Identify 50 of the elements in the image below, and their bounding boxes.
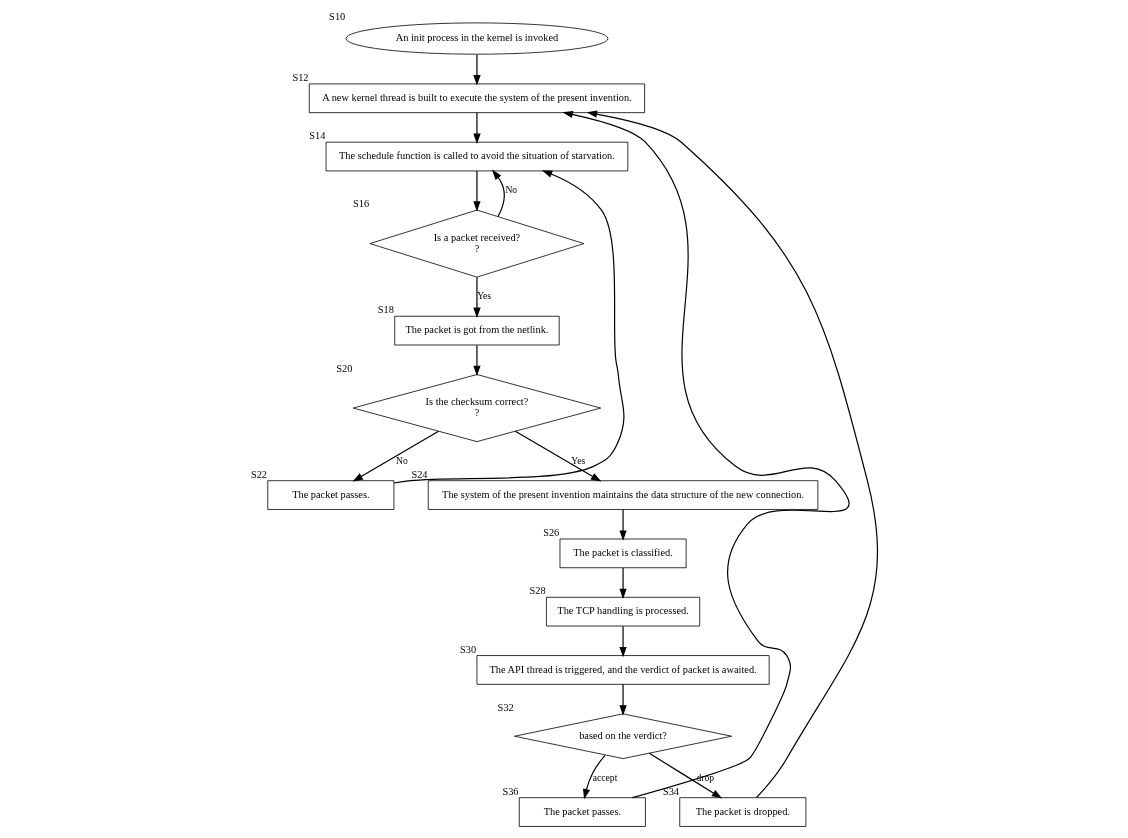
- node-label: S30: [460, 643, 477, 655]
- arrow: [562, 110, 850, 799]
- node-box: The packet passes.: [267, 480, 395, 510]
- node-label: S32: [497, 701, 514, 713]
- node-label: S20: [336, 362, 353, 374]
- arrow: [393, 170, 625, 484]
- node-label: S10: [329, 10, 346, 22]
- node-box: The system of the present invention maintains the data structure of the new connection.: [427, 480, 819, 510]
- node-label: S28: [529, 585, 546, 597]
- arrow: [619, 683, 627, 716]
- node-diamond: Is a packet received? ?: [369, 209, 585, 278]
- node-label: S18: [377, 304, 394, 316]
- node-box: The packet is classified.: [559, 538, 687, 569]
- edge-label: Yes: [571, 454, 586, 466]
- node-diamond: based on the verdict?: [514, 713, 733, 759]
- arrow: [619, 625, 627, 658]
- node-label: S26: [543, 527, 560, 539]
- node-label: S36: [502, 785, 519, 797]
- arrow: [473, 54, 481, 86]
- arrow: [648, 752, 723, 799]
- arrow: [583, 754, 606, 800]
- node-label: S34: [662, 785, 680, 797]
- node-label: S24: [411, 468, 428, 480]
- node-box: The schedule function is called to avoid the situation of starvation.: [325, 141, 629, 172]
- node-diamond: Is the checksum correct? ?: [352, 374, 602, 442]
- edge-label: No: [505, 183, 518, 195]
- arrow: [473, 170, 481, 212]
- node-label: S22: [250, 468, 268, 480]
- arrow: [473, 344, 481, 377]
- node-box: The TCP handling is processed.: [546, 596, 701, 627]
- arrow: [619, 567, 627, 600]
- node-box: A new kernel thread is built to execute the system of the present invention.: [308, 83, 645, 114]
- node-label: S12: [292, 72, 309, 84]
- arrow: [352, 430, 440, 482]
- arrow: [586, 110, 878, 799]
- arrow: [619, 509, 627, 541]
- arrow: [473, 276, 481, 318]
- node-ellipse: An init process in the kernel is invoked: [345, 22, 609, 55]
- node-box: The API thread is triggered, and the verdict of packet is awaited.: [476, 655, 770, 685]
- arrow: [491, 169, 505, 217]
- arrow: [473, 112, 481, 144]
- edge-label: accept: [592, 771, 618, 783]
- node-box: The packet is got from the netlink.: [394, 315, 560, 346]
- node-box: The packet passes.: [518, 797, 646, 827]
- edge-label: Yes: [477, 290, 492, 302]
- arrow: [514, 430, 602, 482]
- node-label: S14: [309, 130, 326, 142]
- edge-label: No: [396, 454, 408, 466]
- node-box: The packet is dropped.: [679, 797, 807, 827]
- node-label: S16: [353, 198, 370, 210]
